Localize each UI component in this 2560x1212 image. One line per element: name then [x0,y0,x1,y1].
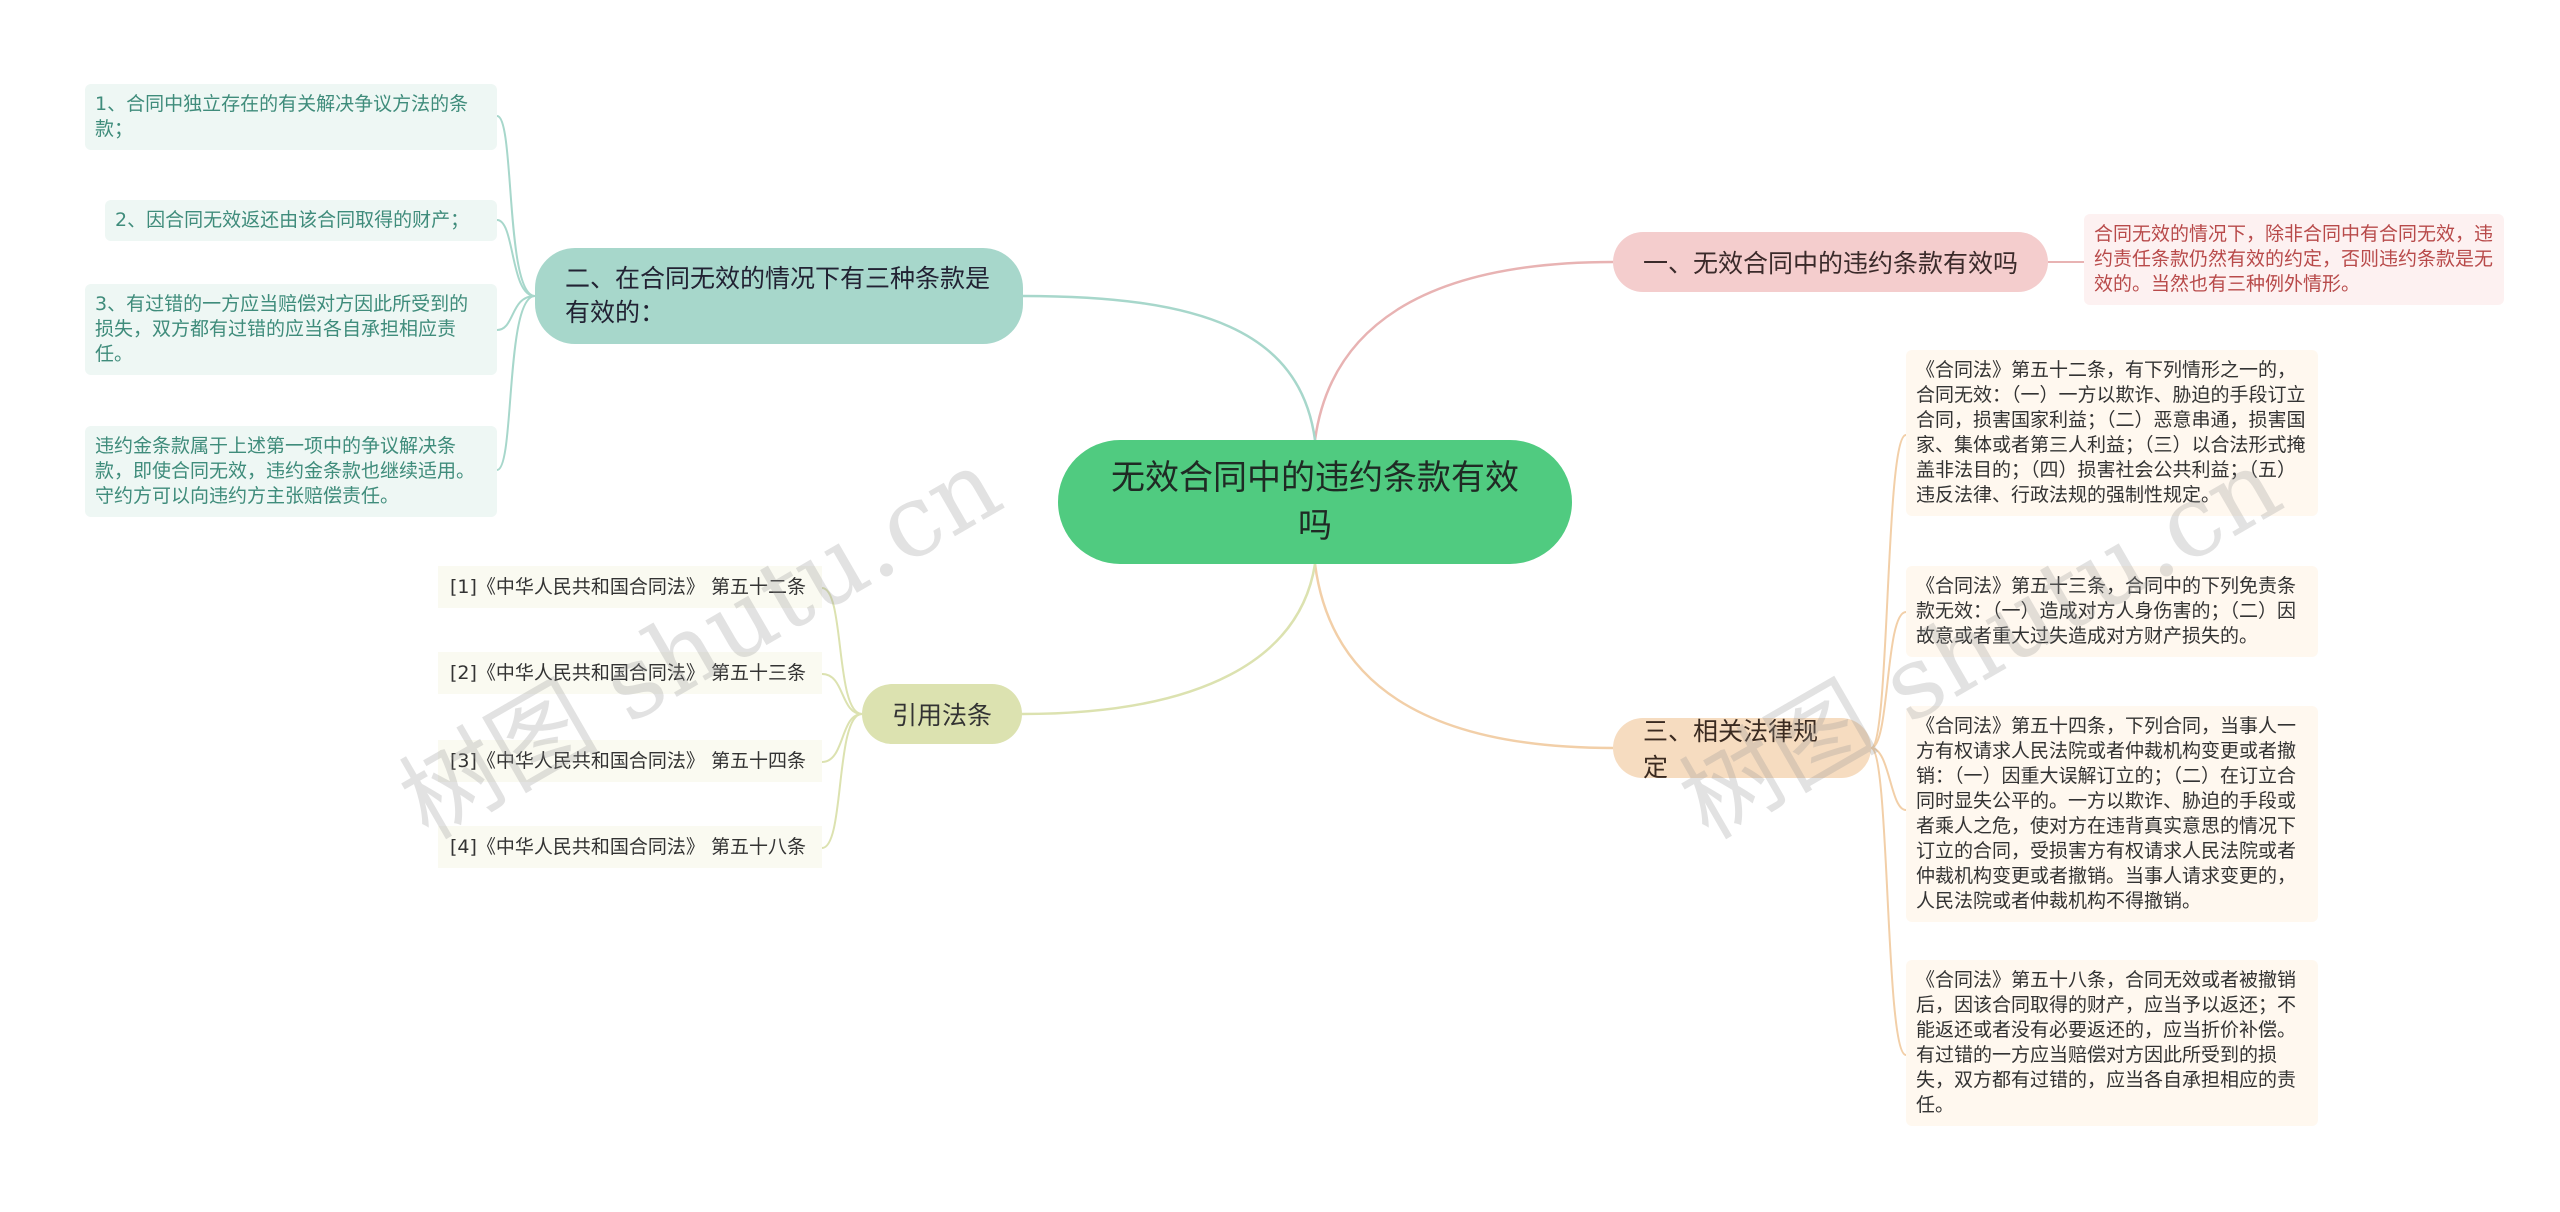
article-53[interactable]: 《合同法》第五十三条，合同中的下列免责条款无效：（一）造成对方人身伤害的；（二）… [1906,566,2318,657]
branch-three-valid-clauses[interactable]: 二、在合同无效的情况下有三种条款是有效的： [535,248,1023,344]
link-b4-k4 [821,713,863,849]
citation-3[interactable]: [3]《中华人民共和国合同法》 第五十四条 [438,740,822,782]
article-58[interactable]: 《合同法》第五十八条，合同无效或者被撤销后，因该合同取得的财产，应当予以返还；不… [1906,960,2318,1126]
link-root-b4 [1021,563,1317,716]
branch-legal-provisions-label: 三、相关法律规定 [1643,717,1819,782]
branch-validity[interactable]: 一、无效合同中的违约条款有效吗 [1613,232,2048,292]
link-b2-l4 [496,295,536,471]
validity-explanation[interactable]: 合同无效的情况下，除非合同中有合同无效，违约责任条款仍然有效的约定，否则违约条款… [2084,214,2504,305]
article-54[interactable]: 《合同法》第五十四条，下列合同，当事人一方有权请求人民法院或者仲裁机构变更或者撤… [1906,706,2318,922]
penalty-clause-note[interactable]: 违约金条款属于上述第一项中的争议解决条款，即使合同无效，违约金条款也继续适用。守… [85,426,497,517]
link-b4-k3 [821,713,863,763]
link-b2-l1 [496,115,536,297]
link-root-b3 [1313,563,1614,750]
valid-clause-1[interactable]: 1、合同中独立存在的有关解决争议方法的条款； [85,84,497,150]
branch-cited-articles-label: 引用法条 [892,701,993,730]
link-b3-r4 [1870,747,1907,1056]
link-b2-l3 [496,295,536,331]
link-b2-l2 [496,219,536,297]
branch-legal-provisions[interactable]: 三、相关法律规定 [1613,717,1871,782]
link-root-b2 [1022,294,1317,441]
citation-2[interactable]: [2]《中华人民共和国合同法》 第五十三条 [438,652,822,694]
link-b3-r1 [1870,434,1907,749]
citation-1[interactable]: [1]《中华人民共和国合同法》 第五十二条 [438,566,822,608]
link-b3-r3 [1870,747,1907,811]
link-b4-k1 [821,587,863,715]
citation-4[interactable]: [4]《中华人民共和国合同法》 第五十八条 [438,826,822,868]
branch-validity-label: 一、无效合同中的违约条款有效吗 [1643,249,2019,278]
branch-cited-articles[interactable]: 引用法条 [862,684,1022,744]
article-52[interactable]: 《合同法》第五十二条，有下列情形之一的，合同无效：（一）一方以欺诈、胁迫的手段订… [1906,350,2318,516]
link-b3-r2 [1870,611,1907,749]
link-b4-k2 [821,673,863,715]
root-topic[interactable]: 无效合同中的违约条款有效吗 [1058,440,1572,564]
link-root-b1 [1313,260,1614,441]
valid-clause-2[interactable]: 2、因合同无效返还由该合同取得的财产； [105,200,497,241]
branch-three-valid-clauses-label: 二、在合同无效的情况下有三种条款是有效的： [565,264,991,327]
root-topic-label: 无效合同中的违约条款有效吗 [1111,458,1519,546]
valid-clause-3[interactable]: 3、有过错的一方应当赔偿对方因此所受到的损失，双方都有过错的应当各自承担相应责任… [85,284,497,375]
